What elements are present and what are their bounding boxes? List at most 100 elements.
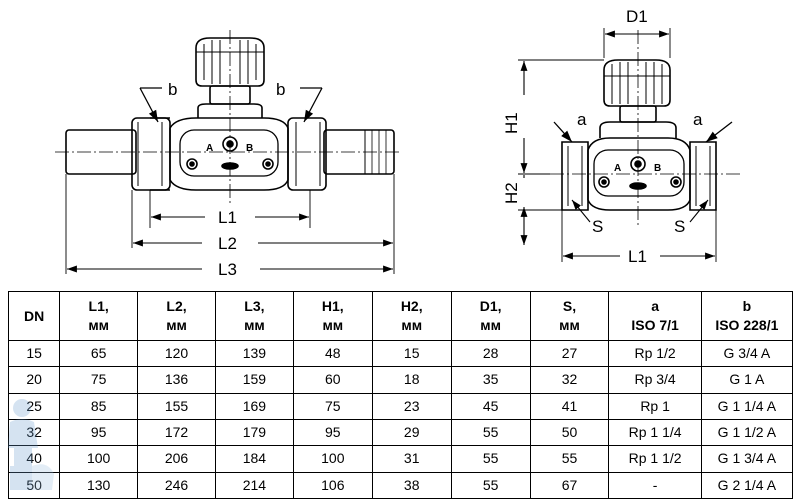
table-header-cell: H1, мм [292, 291, 373, 341]
table-cell: 95 [292, 418, 373, 447]
table-cell: 206 [137, 445, 216, 473]
table-header-text: L3, [244, 298, 265, 314]
table-cell: 95 [59, 418, 139, 447]
table-cell: 179 [214, 418, 294, 447]
front-thread-label-right: b [276, 80, 285, 99]
valve-technical-drawing: b b A B L1 L2 L3 [55, 7, 740, 279]
table-cell: 100 [292, 445, 373, 473]
table-cell: G 3/4 A [700, 339, 794, 368]
table-header-cell: L3, мм [214, 291, 294, 341]
side-port-label-a: A [614, 163, 621, 174]
table-cell: 75 [59, 366, 139, 394]
table-cell: G 1 1/2 A [700, 418, 794, 447]
side-dim-h2: H2 [502, 182, 521, 204]
side-thread-label-left: a [577, 110, 587, 129]
side-dim-d1: D1 [626, 7, 648, 26]
table-header-cell: L2, мм [137, 291, 216, 341]
table-header-text: a [651, 298, 659, 314]
side-port-label-b: B [654, 163, 661, 174]
table-cell: 55 [450, 445, 531, 473]
table-cell: 139 [214, 339, 294, 368]
table-cell: 106 [292, 471, 373, 500]
table-cell: 120 [137, 339, 216, 368]
table-cell: 41 [529, 392, 610, 420]
table-header-text: H1, [321, 298, 344, 314]
table-cell: Rp 3/4 [608, 366, 702, 394]
table-cell: 67 [529, 471, 610, 500]
table-header-text: мм [244, 317, 265, 333]
table-cell: 85 [59, 392, 139, 420]
table-cell: 130 [59, 471, 139, 500]
table-cell: 50 [529, 418, 610, 447]
table-header-text: мм [559, 317, 580, 333]
front-port-label-a: A [206, 143, 213, 154]
table-cell: 29 [371, 418, 452, 447]
table-cell: 18 [371, 366, 452, 394]
table-cell: - [608, 471, 702, 500]
table-cell: 28 [450, 339, 531, 368]
table-cell: 184 [214, 445, 294, 473]
table-header-text: мм [401, 317, 423, 333]
table-header-cell: DN [7, 291, 61, 341]
table-header-text: мм [480, 317, 501, 333]
table-row: 329517217995295550Rp 1 1/4G 1 1/2 A [7, 418, 794, 447]
table-cell: 55 [450, 418, 531, 447]
table-header-text: L2, [166, 298, 187, 314]
table-header-text: D1, [479, 298, 502, 314]
table-cell: 15 [7, 339, 61, 368]
front-thread-label-left: b [168, 80, 177, 99]
table-cell: 75 [292, 392, 373, 420]
table-header-text: L1, [88, 298, 109, 314]
table-cell: 136 [137, 366, 216, 394]
side-wrench-label-right: S [674, 217, 685, 236]
table-header-cell: D1, мм [450, 291, 531, 341]
table-cell: Rp 1 1/2 [608, 445, 702, 473]
table-header-text: b [742, 298, 752, 314]
table-cell: 60 [292, 366, 373, 394]
table-cell: 55 [450, 471, 531, 500]
side-watermark [788, 390, 798, 500]
table-header-text: DN [24, 307, 45, 324]
table-header-text: H2, [400, 298, 423, 314]
table-cell: 38 [371, 471, 452, 500]
table-cell: 23 [371, 392, 452, 420]
table-cell: 27 [529, 339, 610, 368]
table-cell: G 1 A [700, 366, 794, 394]
table-cell: G 2 1/4 A [700, 471, 794, 500]
table-cell: 25 [7, 392, 61, 420]
table-header-text: S, [562, 298, 577, 314]
table-header-text: мм [166, 317, 187, 333]
table-cell: 159 [214, 366, 294, 394]
table-cell: 32 [529, 366, 610, 394]
table-cell: G 1 1/4 A [700, 392, 794, 420]
table-cell: 65 [59, 339, 139, 368]
table-header-text: мм [322, 317, 344, 333]
front-view [55, 30, 400, 274]
table-cell: 40 [7, 445, 61, 473]
table-header-text: ISO 228/1 [715, 317, 779, 333]
table-cell: 20 [7, 366, 61, 394]
table-header-cell: S, мм [529, 291, 610, 341]
table-cell: Rp 1 1/4 [608, 418, 702, 447]
side-dim-h1: H1 [502, 112, 521, 134]
table-cell: 15 [371, 339, 452, 368]
table-cell: 214 [214, 471, 294, 500]
front-dim-l1: L1 [218, 208, 237, 227]
front-dim-l3: L3 [218, 260, 237, 279]
side-thread-label-right: a [693, 110, 703, 129]
table-cell: Rp 1 [608, 392, 702, 420]
table-cell: 35 [450, 366, 531, 394]
table-cell: 45 [450, 392, 531, 420]
side-dim-l1: L1 [628, 247, 647, 266]
table-cell: 55 [529, 445, 610, 473]
table-cell: 172 [137, 418, 216, 447]
table-header-cell: L1,мм [59, 291, 139, 341]
front-dim-l2: L2 [218, 234, 237, 253]
watermark-logo [8, 399, 54, 490]
side-view [518, 28, 740, 262]
